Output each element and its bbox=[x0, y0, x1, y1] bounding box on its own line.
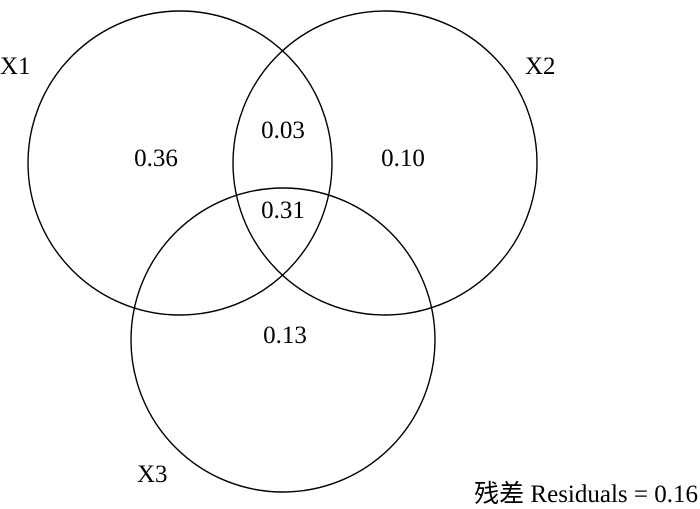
circle-x1 bbox=[27, 10, 333, 316]
circle-x2 bbox=[232, 10, 538, 316]
set-label-x1: X1 bbox=[0, 53, 31, 80]
circle-x3 bbox=[130, 187, 436, 493]
residuals-label: 残差 Residuals = 0.16 bbox=[474, 480, 698, 508]
region-value-x2-only: 0.10 bbox=[381, 145, 425, 172]
region-value-x1-x2-x3: 0.31 bbox=[261, 197, 305, 224]
region-value-x3-only: 0.13 bbox=[263, 322, 307, 349]
region-value-x1-x2: 0.03 bbox=[261, 117, 305, 144]
set-label-x3: X3 bbox=[137, 461, 168, 488]
region-value-x1-only: 0.36 bbox=[134, 145, 178, 172]
set-label-x2: X2 bbox=[525, 53, 556, 80]
